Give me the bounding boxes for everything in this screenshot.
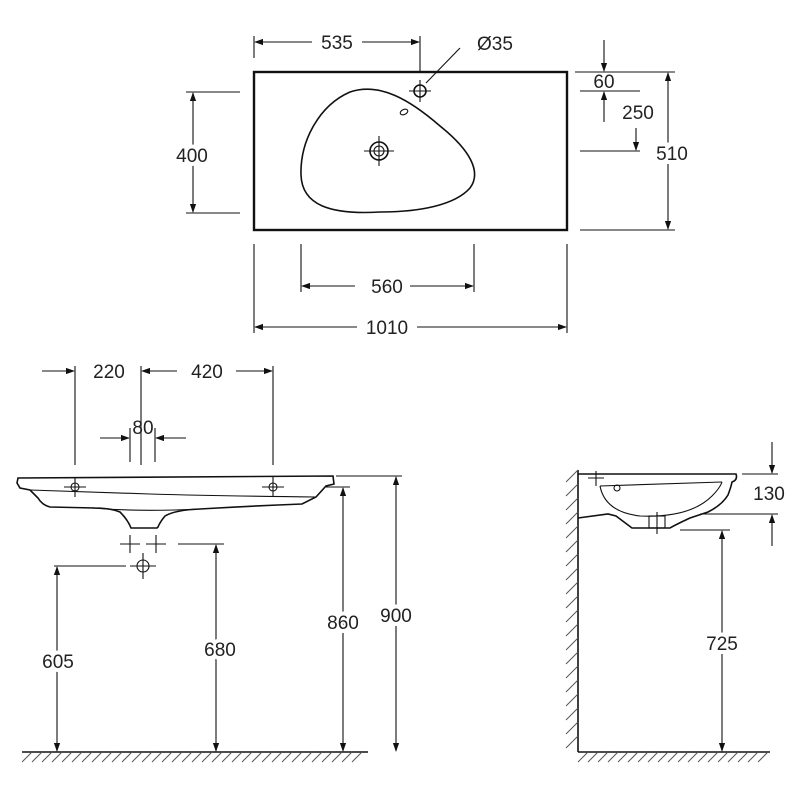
dim-drain-spacing: 80 [132, 418, 153, 439]
dim-hole-to-drain: 250 [622, 103, 654, 124]
dim-drain-height: 605 [42, 652, 74, 673]
dim-fixing-spacing: 420 [191, 362, 223, 383]
side-view: 130 725 [565, 442, 785, 763]
front-bowl-inner [29, 489, 317, 498]
dim-edge-to-hole: 60 [593, 72, 614, 93]
basin-bowl-outline [300, 88, 476, 214]
dim-bowl-bottom-height: 860 [327, 613, 359, 634]
side-wall-hatch [565, 469, 579, 749]
side-tap-marker [588, 471, 604, 486]
dim-total-width: 1010 [366, 318, 408, 339]
side-basin-outline [577, 473, 738, 529]
side-bowl-inner [599, 481, 723, 517]
tap-hole-symbol [409, 80, 431, 102]
dim-rim-thickness: 130 [753, 484, 785, 505]
siphon-connection-points [120, 535, 166, 553]
drain-outlet-point [130, 553, 156, 579]
front-floor-hatch [21, 751, 363, 763]
hole-diameter-label: Ø35 [477, 34, 513, 55]
dim-top-height: 900 [380, 606, 412, 627]
fixing-point-right [262, 477, 284, 497]
drain-symbol [364, 136, 394, 166]
dim-tap-offset: 535 [321, 33, 353, 54]
dim-basin-depth: 400 [176, 146, 208, 167]
dim-bowl-width: 560 [371, 277, 403, 298]
side-overflow [613, 484, 621, 492]
overflow-hole [399, 108, 409, 116]
top-view: Ø35 535 400 60 250 510 560 [172, 33, 692, 339]
front-basin-outline [16, 475, 335, 529]
top-view-outline [252, 70, 569, 232]
hole-diameter-leader [425, 47, 461, 84]
dim-siphon-height: 680 [204, 640, 236, 661]
side-floor-hatch [577, 751, 769, 763]
dim-left-fixing: 220 [93, 362, 125, 383]
dim-total-depth: 510 [656, 144, 688, 165]
front-view: 220 420 80 605 680 86 [16, 362, 416, 763]
fixing-point-left [64, 477, 86, 497]
dim-side-drain-height: 725 [706, 634, 738, 655]
